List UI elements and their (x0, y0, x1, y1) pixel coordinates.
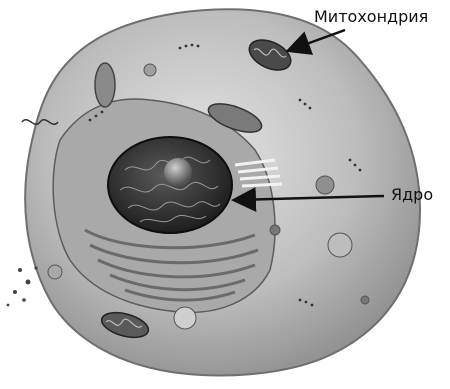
mitochondrion-left (95, 63, 115, 107)
nucleus-label: Ядро (391, 187, 433, 203)
extracellular-particles (7, 266, 38, 306)
nucleolus (164, 158, 192, 186)
nucleus (108, 137, 232, 233)
mitochondria-label: Митохондрия (314, 9, 428, 25)
